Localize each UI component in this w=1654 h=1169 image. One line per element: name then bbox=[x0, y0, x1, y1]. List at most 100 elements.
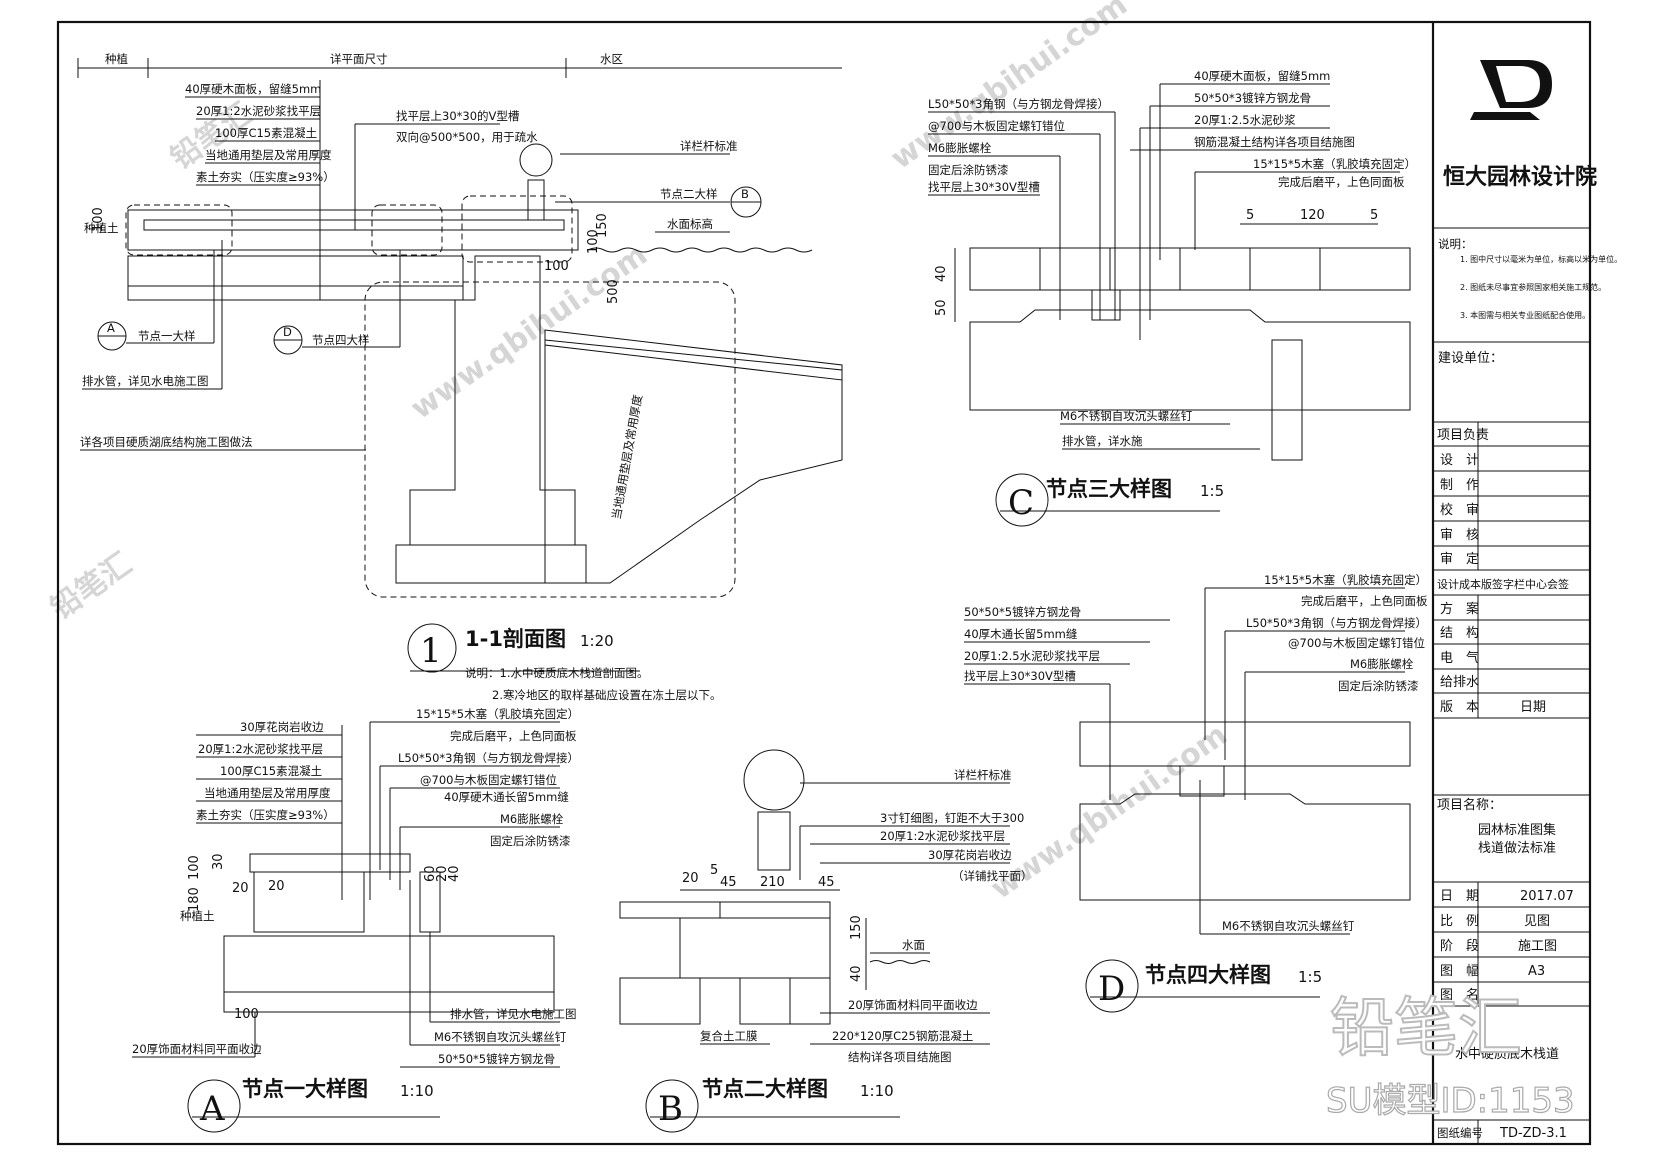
b-scale: 1:10 bbox=[860, 1082, 894, 1100]
c-label: 20厚1:2.5水泥砂浆 bbox=[1194, 113, 1296, 127]
c-label: 固定后涂防锈漆 bbox=[928, 163, 1009, 177]
b-bottom-label: 结构详各项目结施图 bbox=[848, 1050, 952, 1064]
meta-value: 施工图 bbox=[1518, 939, 1557, 954]
detail-c: L50*50*3角钢（与方钢龙骨焊接） @700与木板固定螺钉错位 M6膨胀螺栓… bbox=[928, 69, 1416, 527]
a-bottom-label: 50*50*5镀锌方钢龙骨 bbox=[438, 1052, 555, 1066]
dim: 150 bbox=[595, 213, 610, 238]
a-label: 30厚花岗岩收边 bbox=[240, 720, 324, 734]
section-note: 2.寒冷地区的取样基础应设置在冻土层以下。 bbox=[492, 688, 721, 702]
client-label: 建设单位： bbox=[1438, 351, 1503, 366]
section-note: 说明：1.水中硬质底木栈道剖面图。 bbox=[465, 666, 648, 680]
c-label: 40厚硬木面板，留缝5mm bbox=[1194, 69, 1330, 83]
c-label: @700与木板固定螺钉错位 bbox=[928, 119, 1065, 133]
a-label: L50*50*3角钢（与方钢龙骨焊接） bbox=[398, 751, 579, 765]
a-label: M6膨胀螺栓 bbox=[500, 812, 564, 826]
c-label: M6膨胀螺栓 bbox=[928, 141, 992, 155]
a-marker bbox=[187, 1079, 241, 1133]
c-dim: 40 bbox=[934, 265, 949, 282]
a-soil-label: 种植土 bbox=[180, 909, 215, 923]
layer-label: 20厚1:2水泥砂浆找平层 bbox=[196, 104, 321, 118]
section-title: 1-1剖面图 bbox=[465, 627, 566, 651]
dim-label-planting: 种植 bbox=[105, 52, 128, 66]
sign-key: 给排水 bbox=[1440, 675, 1479, 690]
b-dim: 45 bbox=[818, 875, 835, 890]
a-label: 100厚C15素混凝土 bbox=[220, 764, 322, 778]
b-dim: 5 bbox=[710, 863, 718, 878]
layer-label: 40厚硬木面板，留缝5mm bbox=[185, 82, 321, 96]
c-label: 完成后磨平，上色同面板 bbox=[1278, 175, 1405, 189]
a-curb bbox=[253, 871, 365, 933]
c-bottom-label: M6不锈钢自攻沉头螺丝钉 bbox=[1060, 409, 1193, 423]
b-letter: B bbox=[658, 1089, 683, 1129]
meta-key: 图 名 bbox=[1440, 987, 1479, 1003]
staff-key: 校 审 bbox=[1440, 502, 1479, 518]
staff-key: 审 定 bbox=[1440, 552, 1479, 567]
a-dim: 40 bbox=[447, 865, 462, 882]
a-label: 完成后磨平，上色同面板 bbox=[450, 729, 577, 743]
b-coping bbox=[719, 901, 831, 919]
c-dim: 50 bbox=[934, 299, 949, 316]
soil-label: 种植土 bbox=[84, 221, 119, 235]
staff-key: 设 计 bbox=[1440, 453, 1479, 468]
a-label: 20厚1:2水泥砂浆找平层 bbox=[198, 742, 323, 756]
node-a-label: 节点一大样 bbox=[138, 329, 196, 343]
b-wall-left bbox=[619, 977, 701, 1025]
d-label: 找平层上30*30V型槽 bbox=[964, 669, 1076, 683]
a-dim: 20 bbox=[268, 879, 285, 894]
wall-footing bbox=[395, 544, 587, 584]
d-label: @700与木板固定螺钉错位 bbox=[1288, 636, 1425, 650]
note-line: 1. 图中尺寸以毫米为单位，标高以米为单位。 bbox=[1460, 254, 1622, 264]
a-deck-boards bbox=[249, 853, 411, 873]
brand-logo-text: 铅笔汇 bbox=[1330, 992, 1522, 1066]
a-letter: A bbox=[199, 1089, 225, 1129]
version-value: 日期 bbox=[1520, 700, 1546, 715]
b-rail-label: 详栏杆标准 bbox=[954, 768, 1012, 782]
drawing-name: 水中硬质底木栈道 bbox=[1455, 1046, 1559, 1062]
a-dim: 20 bbox=[435, 865, 450, 882]
a-title: 节点一大样图 bbox=[242, 1077, 368, 1101]
layer-label: 100厚C15素混凝土 bbox=[215, 126, 317, 140]
project-name: 栈道做法标准 bbox=[1478, 841, 1556, 856]
c-dim: 5 bbox=[1370, 208, 1378, 223]
d-title: 节点四大样图 bbox=[1145, 963, 1271, 987]
a-label: 15*15*5木塞（乳胶填充固定） bbox=[416, 707, 579, 721]
concrete-layer bbox=[127, 255, 464, 287]
b-dim: 40 bbox=[849, 965, 864, 982]
c-label: 50*50*3镀锌方钢龙骨 bbox=[1194, 91, 1311, 105]
a-label: 当地通用垫层及常用厚度 bbox=[204, 786, 331, 800]
section-number: 1 bbox=[420, 631, 442, 671]
meta-key: 图 幅 bbox=[1440, 964, 1479, 979]
deck-slab bbox=[127, 209, 579, 251]
base-label: 详各项目硬质湖底结构施工图做法 bbox=[80, 435, 253, 449]
project-name: 园林标准图集 bbox=[1478, 822, 1556, 838]
b-dim: 45 bbox=[720, 875, 737, 890]
b-label: 30厚花岗岩收边 bbox=[928, 848, 1012, 862]
d-label: 20厚1:2.5水泥砂浆找平层 bbox=[964, 649, 1100, 663]
title-block: 恒大园林设计院 说明： 1. 图中尺寸以毫米为单位，标高以米为单位。 2. 图纸… bbox=[1433, 60, 1622, 1144]
deck-boards bbox=[143, 219, 565, 231]
staff-key: 项目负责 bbox=[1437, 428, 1489, 443]
b-bottom-label: 220*120厚C25钢筋混凝土 bbox=[832, 1029, 973, 1043]
a-dim: 30 bbox=[211, 853, 226, 870]
b-beam bbox=[679, 917, 831, 979]
detail-b: 详栏杆标准 3寸钉细图，钉距不大于300 20厚1:2水泥砂浆找平层 30厚花岗… bbox=[619, 749, 1033, 1133]
sign-label: 设计成本版签字栏中心会签 bbox=[1437, 577, 1569, 591]
lake-bed-liner bbox=[544, 329, 843, 381]
node-d-letter: D bbox=[283, 325, 292, 339]
watermark-url: www.qbihui.com bbox=[405, 237, 654, 426]
b-bottom-label: 20厚饰面材料同平面收边 bbox=[848, 998, 978, 1012]
a-dim: 100 bbox=[234, 1007, 259, 1022]
project-label: 项目名称： bbox=[1437, 797, 1502, 813]
model-id: SU模型ID:1153 bbox=[1326, 1081, 1575, 1121]
water-level-label: 水面标高 bbox=[667, 217, 713, 231]
b-label: 3寸钉细图，钉距不大于300 bbox=[880, 811, 1024, 825]
b-title: 节点二大样图 bbox=[702, 1077, 828, 1101]
slope-label: 当地通用垫层及常用厚度 bbox=[609, 393, 645, 521]
a-subbase bbox=[223, 991, 555, 1013]
drain-label: 排水管，详见水电施工图 bbox=[82, 374, 209, 388]
sign-key: 方 案 bbox=[1440, 601, 1479, 617]
groove-label: 找平层上30*30的V型槽 bbox=[396, 109, 520, 123]
d-label: 完成后磨平，上色同面板 bbox=[1301, 594, 1428, 608]
node-b-label: 节点二大样 bbox=[660, 187, 718, 201]
dim: 100 bbox=[91, 207, 106, 232]
